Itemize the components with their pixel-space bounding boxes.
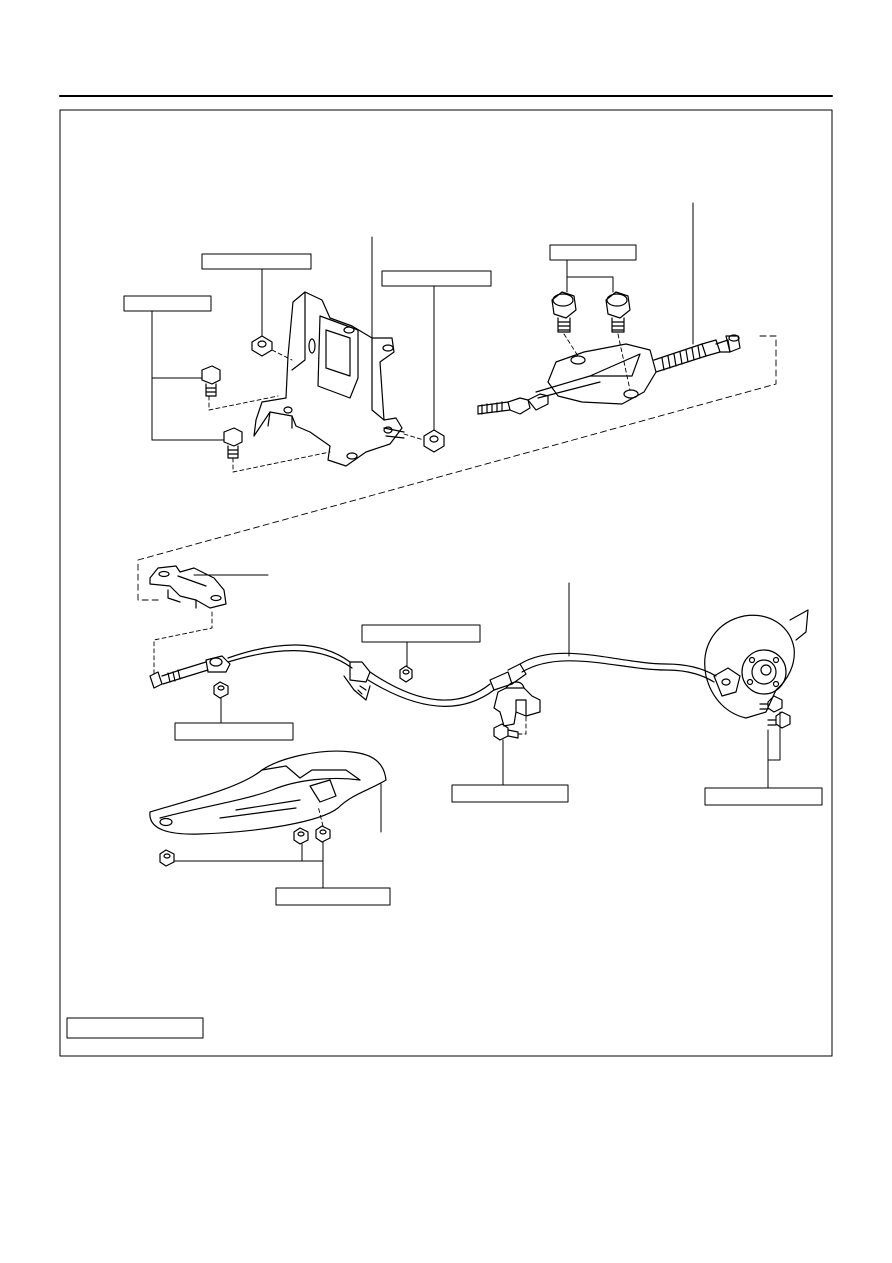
heat-insulator-cover: [149, 750, 387, 835]
footer-legend-box: [66, 1017, 204, 1039]
brake-lever-bracket: [253, 291, 405, 467]
leader-axle-bolts: [767, 711, 781, 789]
lever-bolt-dash-left: [563, 333, 579, 357]
cable-clamp-bracket: [493, 681, 541, 727]
torque-box-clamp-bolt: [451, 784, 569, 803]
equalizer-dash: [153, 611, 213, 677]
torque-box-left-bolts: [123, 295, 212, 312]
torque-box-axle-bolts: [704, 787, 823, 806]
lever-bolt-left: [551, 291, 577, 333]
backing-plate-hub: [704, 609, 809, 719]
bracket-nut-left: [251, 335, 273, 357]
leader-bolts-top: [566, 259, 614, 293]
lever-bolt-right: [605, 291, 631, 333]
bracket-bolt-upper: [201, 365, 221, 397]
bracket-bolt-dash-lower: [232, 451, 331, 473]
cover-nut-mid: [293, 827, 309, 845]
torque-box-lower-nut: [174, 722, 294, 741]
clamp-bolt: [493, 723, 519, 741]
torque-box-cable-nut: [361, 624, 481, 643]
cover-nut-right: [315, 825, 331, 843]
torque-box-bolts-top: [549, 244, 637, 261]
torque-box-nut-a: [201, 253, 312, 270]
bracket-nut-left-dash: [271, 349, 293, 361]
bracket-nut-right: [423, 429, 445, 453]
leader-cover-nuts: [173, 841, 324, 889]
assembly-dash-link: [137, 335, 777, 601]
torque-box-cover-nuts: [275, 887, 391, 906]
equalizer-plate: [149, 565, 227, 609]
axle-bolt-upper: [759, 695, 783, 713]
cover-nut-left: [159, 849, 175, 867]
torque-box-nut-b: [381, 270, 492, 287]
bracket-bolt-lower: [223, 427, 243, 459]
bracket-nut-right-dash: [403, 433, 425, 441]
clamp-bolt-dash: [517, 715, 527, 735]
cable-nut-mid: [399, 665, 413, 683]
diagram-frame: [59, 109, 833, 1057]
axle-bolt-lower: [767, 711, 791, 729]
cable-nut-lower: [213, 681, 229, 699]
lever-bolt-dash-right: [617, 333, 631, 391]
leader-left-bolts: [151, 310, 225, 441]
bracket-bolt-dash-upper: [208, 395, 279, 411]
lever-cable-assembly: [477, 334, 741, 415]
cover-nut-dash: [317, 805, 324, 827]
rear-brake-cable: [149, 644, 717, 707]
